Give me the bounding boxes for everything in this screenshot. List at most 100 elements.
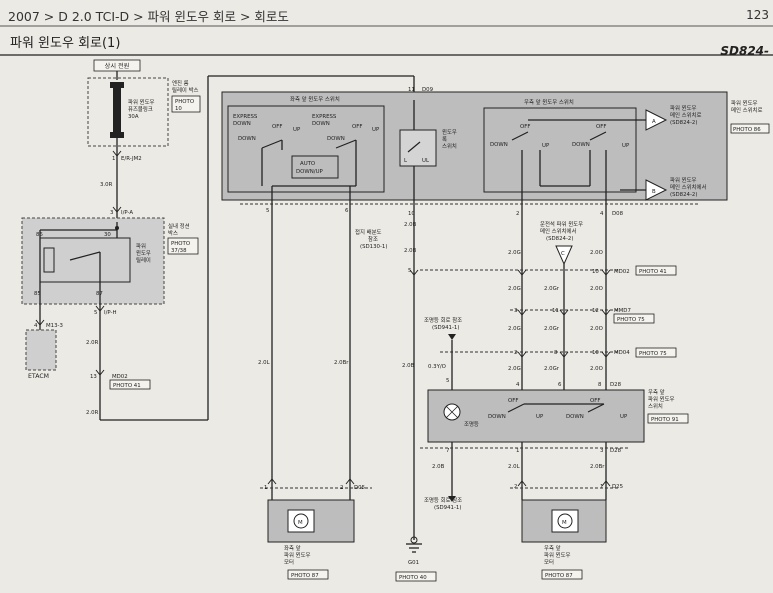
ref-label: (SD130-1) bbox=[360, 244, 387, 250]
ref-label: (SD941-1) bbox=[434, 505, 461, 511]
photo-ref: PHOTO 87 bbox=[291, 573, 319, 579]
connector-name: MD04 bbox=[614, 350, 630, 356]
lock-position: L bbox=[404, 158, 407, 164]
motor-label: 우측 앞 bbox=[544, 544, 561, 552]
ref-label: 참조 bbox=[368, 235, 378, 243]
wire-color: 2.0R bbox=[86, 340, 99, 346]
motor-label: 파워 윈도우 bbox=[544, 551, 571, 559]
wire-color: 2.0Gr bbox=[544, 366, 560, 372]
motor-symbol: M bbox=[562, 520, 567, 526]
engine-relay-box bbox=[87, 77, 169, 147]
page-title: 파워 윈도우 회로(1) bbox=[10, 36, 121, 51]
fuse-label: 파워 윈도우 bbox=[128, 98, 155, 106]
connector-name: D08 bbox=[612, 211, 624, 217]
pin-number: 5 bbox=[266, 208, 269, 214]
ref-label: 운전석 파워 윈도우 bbox=[540, 220, 583, 228]
ref-label: (SD824-2) bbox=[670, 120, 697, 126]
photo-ref: PHOTO 40 bbox=[399, 575, 427, 581]
connector-name: M13-3 bbox=[46, 323, 63, 329]
motor-label: 모터 bbox=[284, 558, 294, 566]
pin-number: 4 bbox=[600, 211, 604, 217]
pin-number: 1 bbox=[516, 448, 519, 454]
switch-title: 좌측 앞 윈도우 스위치 bbox=[290, 95, 340, 103]
connector-name: D28 bbox=[610, 382, 622, 388]
switch-position-label: UP bbox=[293, 127, 301, 133]
ref-label: 파워 윈도우 bbox=[670, 176, 697, 184]
switch-position-label: UP bbox=[536, 414, 544, 420]
ref-label: 메인 스위치에서 bbox=[540, 227, 576, 235]
photo-ref: PHOTO 41 bbox=[639, 269, 667, 275]
pin-number: 2 bbox=[514, 350, 517, 356]
wire-color: 2.0O bbox=[590, 286, 603, 292]
wire-color: 2.0O bbox=[590, 250, 603, 256]
wire-color: 2.0O bbox=[590, 326, 603, 332]
switch-position-label: DOWN bbox=[312, 121, 330, 127]
main-switch-assembly bbox=[221, 91, 728, 201]
wire-color: 2.0B bbox=[432, 464, 445, 470]
fuse-label: 퓨즈블링크 bbox=[128, 106, 153, 113]
switch-position-label: DOWN bbox=[490, 142, 508, 148]
ref-marker: C bbox=[561, 251, 565, 257]
breadcrumb: 2007 > D 2.0 TCI-D > 파워 윈도우 회로 > 회로도 bbox=[8, 9, 289, 24]
pin-number: 85 bbox=[34, 291, 41, 297]
right-motor-housing bbox=[521, 499, 607, 543]
pin-number: 1 bbox=[600, 484, 603, 490]
switch-position-label: DOWN bbox=[233, 121, 251, 127]
pin-number: 4 bbox=[34, 323, 38, 329]
pin-number: 11 bbox=[408, 87, 415, 93]
switch-position-label: OFF bbox=[508, 398, 518, 404]
connector-name: D09 bbox=[422, 87, 434, 93]
auto-module bbox=[291, 155, 339, 179]
fuse-rating: 30A bbox=[128, 114, 139, 120]
ref-label: 조명등 회로 참조 bbox=[424, 316, 462, 324]
switch-position-label: OFF bbox=[520, 124, 530, 130]
box-label: 엔진 룸 bbox=[172, 79, 189, 87]
motor-label: 모터 bbox=[544, 558, 554, 566]
wire-color: 2.0G bbox=[508, 286, 521, 292]
photo-ref: 37/38 bbox=[171, 248, 187, 254]
wire-color: 2.0L bbox=[258, 360, 270, 366]
photo-ref: PHOTO 86 bbox=[733, 127, 761, 133]
ref-label: 접지 배분도 bbox=[355, 228, 382, 236]
box-label: 박스 bbox=[168, 229, 178, 237]
ref-label: (SD824-2) bbox=[670, 192, 697, 198]
switch-position-label: DOWN bbox=[488, 414, 506, 420]
right-window-switch-panel bbox=[483, 107, 637, 193]
photo-ref: PHOTO 75 bbox=[639, 351, 667, 357]
wire-color: 3.0R bbox=[100, 182, 113, 188]
ground-label: G01 bbox=[408, 560, 419, 566]
pin-number: 7 bbox=[446, 448, 449, 454]
page-number: 123 bbox=[746, 8, 769, 22]
wire-color: 2.0G bbox=[508, 366, 521, 372]
left-window-motor bbox=[293, 513, 309, 529]
pin-number: 4 bbox=[516, 382, 520, 388]
switch-label: 스위치 bbox=[648, 402, 663, 410]
photo-ref: PHOTO 87 bbox=[545, 573, 573, 579]
lock-label: 스위치 bbox=[442, 142, 457, 150]
wire-color: 2.0Gr bbox=[544, 326, 560, 332]
switch-position-label: UP bbox=[622, 143, 630, 149]
pin-number: 5 bbox=[446, 378, 449, 384]
pin-number: 8 bbox=[598, 382, 602, 388]
connector-name: E/R-JM2 bbox=[121, 156, 142, 162]
wire-color: 2.0O bbox=[590, 366, 603, 372]
wire-color: 2.0G bbox=[508, 326, 521, 332]
junction-box bbox=[21, 217, 165, 305]
ref-label: 메인 스위치에서 bbox=[670, 183, 706, 191]
ref-marker: A bbox=[652, 119, 656, 125]
photo-ref: PHOTO 41 bbox=[113, 383, 141, 389]
wire-color: 2.0L bbox=[508, 464, 520, 470]
pin-number: 3 bbox=[110, 210, 113, 216]
photo-ref: PHOTO bbox=[175, 99, 194, 105]
wire-color: 2.0Br bbox=[334, 360, 349, 366]
switch-position-label: DOWN bbox=[566, 414, 584, 420]
lock-position: UL bbox=[422, 158, 429, 164]
right-window-motor bbox=[557, 513, 573, 529]
box-label: 실내 정션 bbox=[168, 222, 190, 230]
ref-label: 조명등 회로 참조 bbox=[424, 496, 462, 504]
pin-number: 5 bbox=[408, 268, 411, 274]
pin-number: 2 bbox=[516, 211, 519, 217]
pin-number: 10 bbox=[408, 211, 415, 217]
wire-color: 2.0R bbox=[86, 410, 99, 416]
connector-name: D25 bbox=[612, 484, 623, 490]
